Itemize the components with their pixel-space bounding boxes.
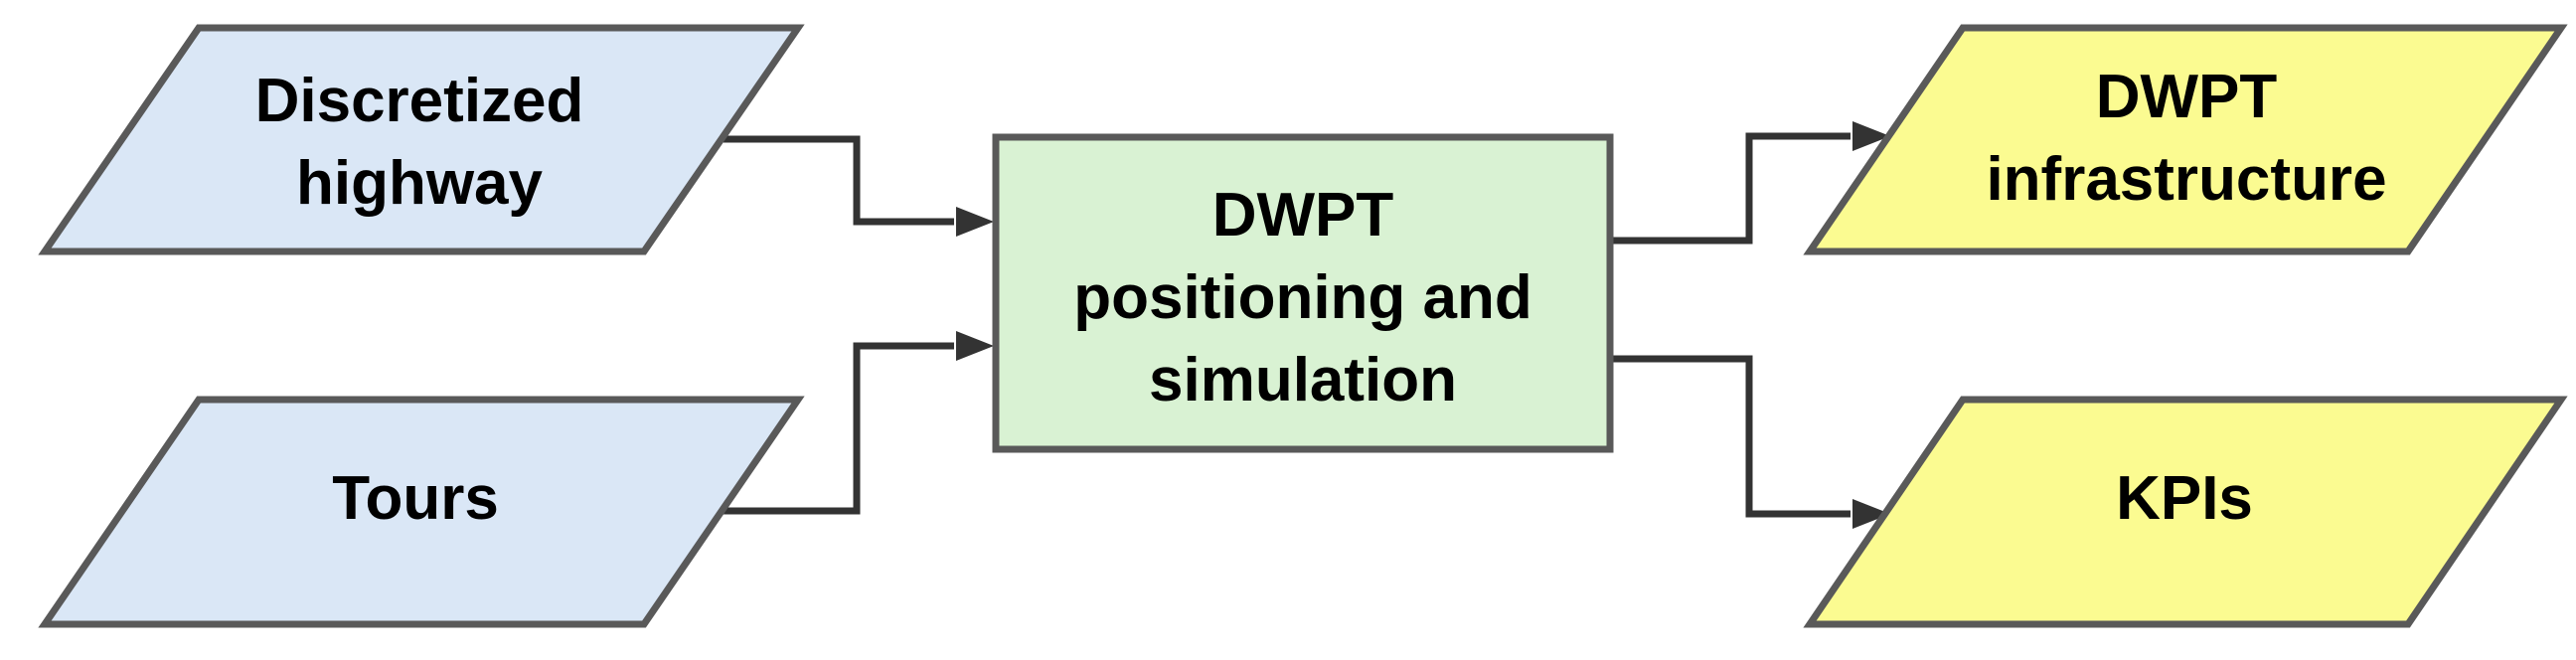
input-parallelogram-tours [38, 396, 805, 628]
input-discretized-highway: Discretized highway [38, 24, 805, 255]
infrastructure-label-line2: infrastructure [1986, 145, 2386, 214]
process-dwpt-positioning: DWPT positioning and simulation [992, 133, 1614, 453]
input-tours: Tours [38, 396, 805, 628]
connector-process-to-kpis [1610, 355, 1851, 518]
connector-tours-to-process [724, 342, 954, 515]
process-label-line1: DWPT [1212, 181, 1394, 249]
connector-highway-to-process [724, 135, 954, 226]
highway-label-line2: highway [296, 149, 544, 218]
highway-label-line1: Discretized [255, 67, 584, 135]
arrowhead-infrastructure [1852, 121, 1890, 151]
tours-label: Tours [332, 464, 499, 533]
connectors [724, 121, 1890, 529]
process-label-line3: simulation [1149, 346, 1457, 414]
output-dwpt-infrastructure: DWPT infrastructure [1803, 24, 2568, 255]
output-parallelogram-infrastructure [1803, 24, 2568, 255]
infrastructure-label-line1: DWPT [2096, 63, 2278, 131]
process-box [992, 133, 1614, 453]
process-label-line2: positioning and [1073, 263, 1532, 332]
connector-process-to-infrastructure [1610, 132, 1851, 245]
output-parallelogram-kpis [1803, 396, 2568, 628]
arrowhead-kpis [1852, 499, 1890, 529]
arrowhead-highway [956, 207, 994, 237]
output-kpis: KPIs [1803, 396, 2568, 628]
arrowhead-tours [956, 331, 994, 361]
kpis-label: KPIs [2116, 464, 2253, 533]
input-parallelogram-highway [38, 24, 805, 255]
